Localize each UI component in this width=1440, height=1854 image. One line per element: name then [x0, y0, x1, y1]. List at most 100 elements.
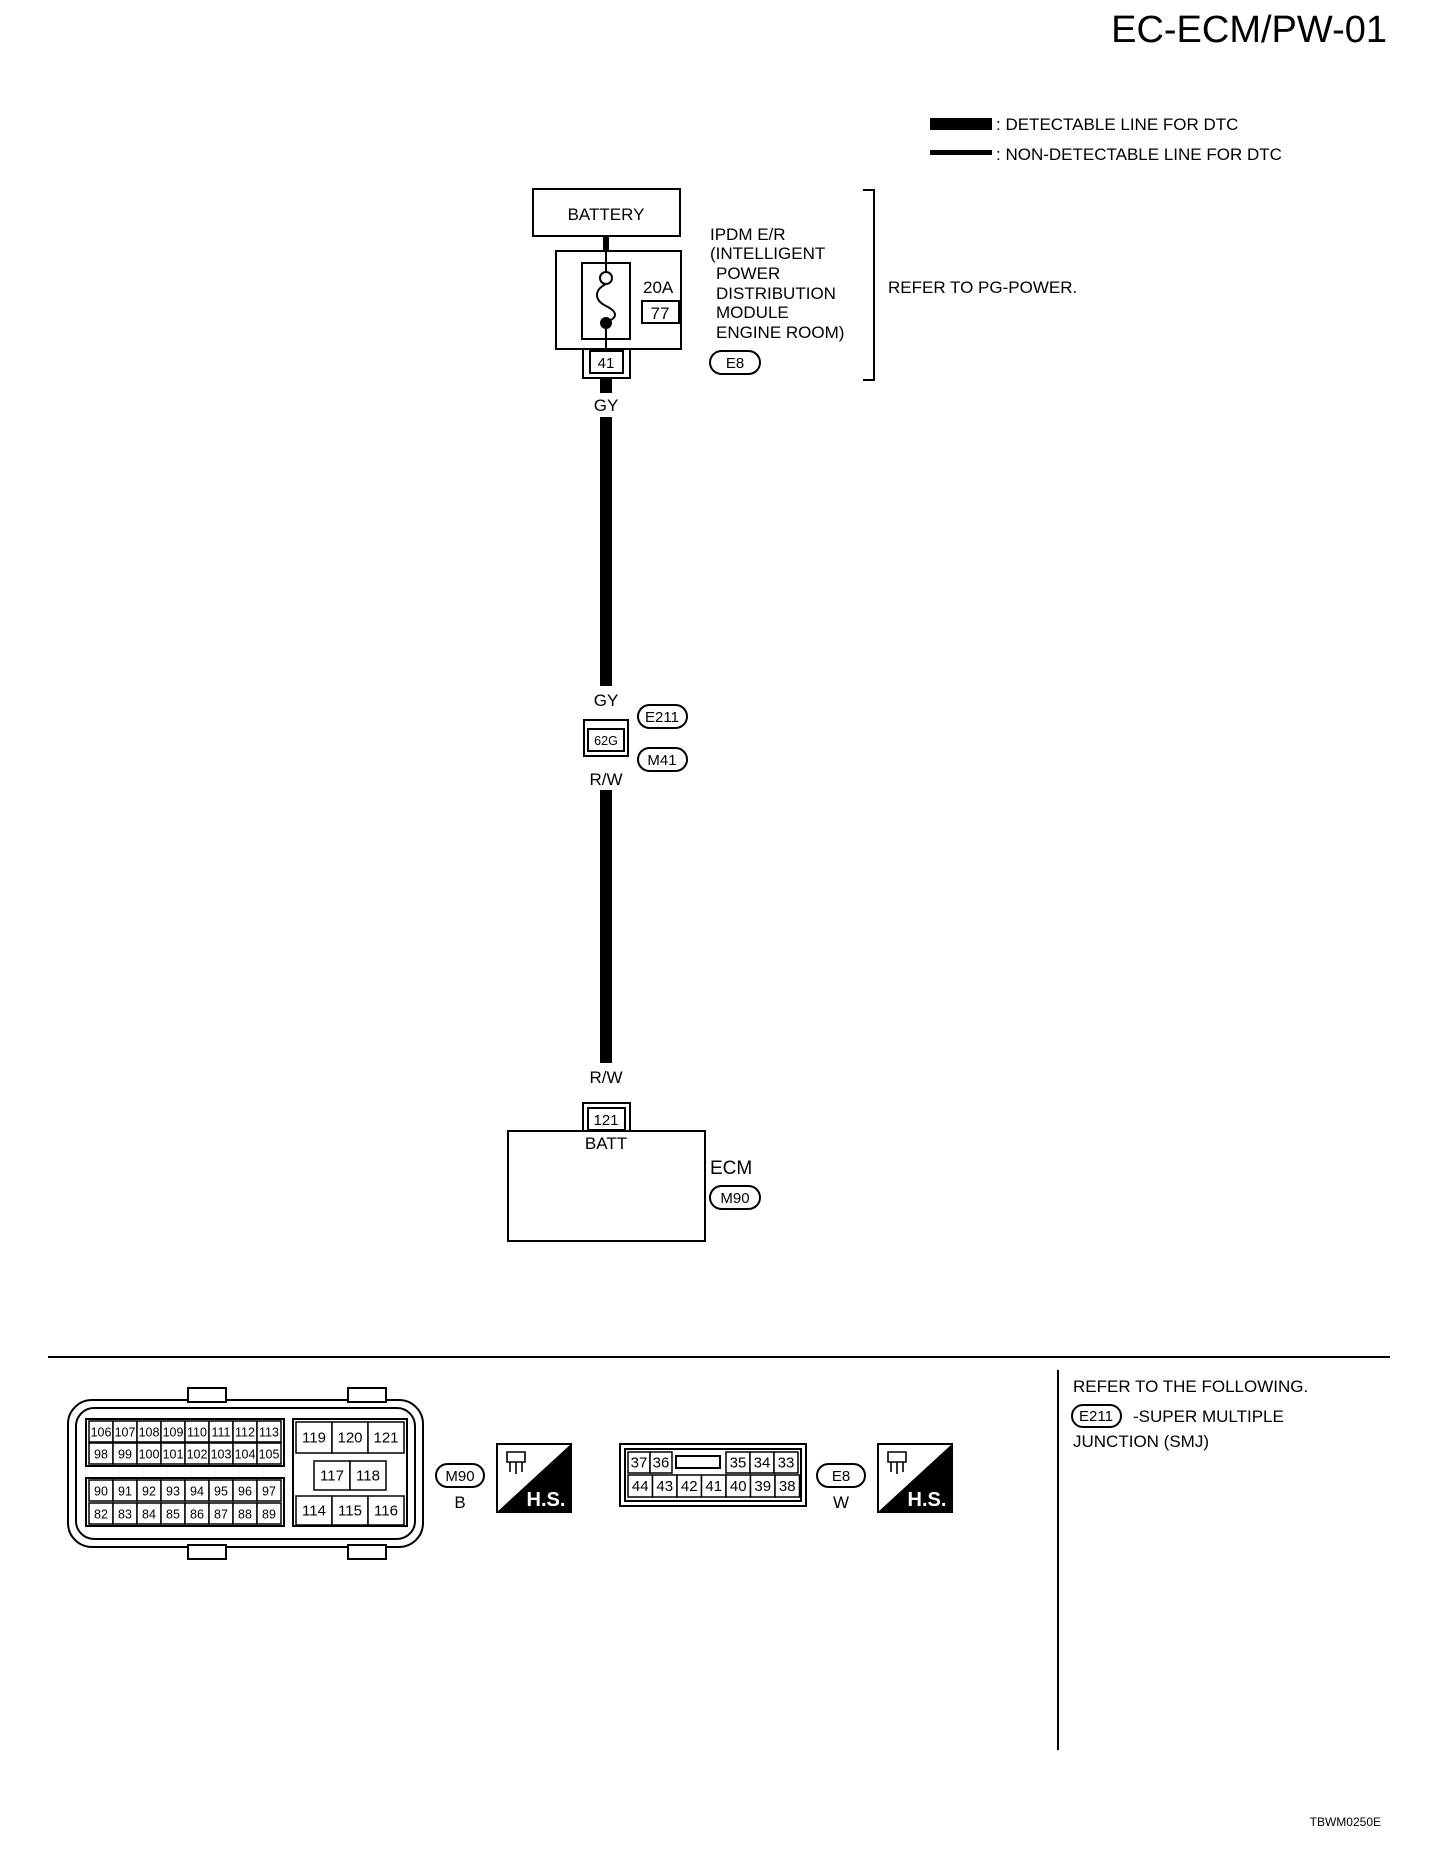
- terminal-number: 102: [187, 1448, 208, 1462]
- terminal-number: 95: [214, 1485, 228, 1499]
- legend-detectable-label: : DETECTABLE LINE FOR DTC: [996, 115, 1238, 134]
- e8-inner-shell: [624, 1448, 802, 1502]
- upper-wire-color-top: GY: [594, 396, 619, 415]
- terminal-cell: [367, 1421, 405, 1454]
- terminal-number: 106: [91, 1426, 112, 1440]
- ecm-connector-oval: [709, 1185, 761, 1210]
- terminal-number: 40: [730, 1478, 747, 1495]
- terminal-number: 118: [356, 1468, 380, 1485]
- junction-connector-bottom-label: M41: [647, 752, 676, 769]
- terminal-number: 96: [238, 1485, 252, 1499]
- hs-label-e8: H.S.: [908, 1489, 947, 1511]
- ipdm-label-line-1: IPDM E/R: [710, 225, 786, 244]
- e8-connector-id: E8: [832, 1468, 850, 1485]
- refer-following-connector-label: E211: [1079, 1408, 1113, 1425]
- ecm-terminal-121: 121: [593, 1112, 618, 1129]
- battery-block: BATTERY: [532, 188, 681, 237]
- terminal-cell: [256, 1442, 282, 1465]
- legend-detectable-swatch: [930, 118, 992, 130]
- legend-non-detectable-label: : NON-DETECTABLE LINE FOR DTC: [996, 145, 1282, 164]
- battery-box: [532, 188, 681, 237]
- fuse-contact-closed: [600, 317, 612, 329]
- upper-wire: GY GY: [594, 378, 619, 710]
- terminal-cell: [256, 1479, 282, 1502]
- ipdm-refer-bracket: [863, 189, 875, 381]
- junction-connector-bottom-oval: [637, 747, 688, 772]
- terminal-number: 90: [94, 1485, 108, 1499]
- upper-wire-color-bottom: GY: [594, 691, 619, 710]
- terminal-number: 91: [118, 1485, 132, 1499]
- harness-side-icon-m90: H.S.: [496, 1443, 572, 1513]
- terminal-number: 119: [302, 1430, 326, 1447]
- lower-wire: R/W R/W: [589, 770, 622, 1087]
- terminal-cell: [367, 1495, 405, 1526]
- terminal-cell: [649, 1451, 673, 1474]
- ipdm-label-line-6: ENGINE ROOM): [716, 323, 844, 342]
- fuse-contact-open: [599, 271, 613, 285]
- hs-icon-triangle: [878, 1444, 952, 1512]
- hs-icon-hand: [887, 1451, 907, 1474]
- terminal-number: 36: [653, 1455, 670, 1472]
- m90-connector-color: B: [454, 1493, 465, 1512]
- terminal-number: 43: [656, 1478, 673, 1495]
- hs-label-m90: H.S.: [527, 1489, 566, 1511]
- m90-group-right: [292, 1418, 408, 1527]
- fuse-element: [596, 283, 616, 323]
- terminal-number: 114: [302, 1503, 326, 1520]
- terminal-cell: [295, 1495, 333, 1526]
- terminal-number: 84: [142, 1508, 156, 1522]
- hs-icon-triangle: [497, 1444, 571, 1512]
- terminal-number: 88: [238, 1508, 252, 1522]
- terminal-number: 97: [262, 1485, 276, 1499]
- ipdm-label-line-3: POWER: [716, 264, 780, 283]
- ipdm-block: 20A 77 41 IPDM E/R (INTELLIGENT POWER DI…: [555, 189, 1077, 381]
- terminal-number: 94: [190, 1485, 204, 1499]
- terminal-number: 98: [94, 1448, 108, 1462]
- ecm-connector-label: M90: [720, 1190, 749, 1207]
- hs-icon-hand: [506, 1451, 526, 1474]
- terminal-number: 92: [142, 1485, 156, 1499]
- terminal-number: 33: [778, 1455, 795, 1472]
- terminal-number: 111: [211, 1426, 230, 1440]
- ipdm-label-line-4: DISTRIBUTION: [716, 284, 836, 303]
- terminal-number: 121: [373, 1430, 398, 1447]
- ecm-box: [507, 1130, 706, 1242]
- ipdm-refer-text: REFER TO PG-POWER.: [888, 278, 1077, 297]
- m90-connector-id: M90: [445, 1468, 474, 1485]
- terminal-number: 82: [94, 1508, 108, 1522]
- ecm-label: ECM: [710, 1158, 752, 1179]
- terminal-number: 110: [187, 1426, 207, 1440]
- page-title: EC-ECM/PW-01: [1111, 9, 1387, 51]
- refer-following-section: REFER TO THE FOLLOWING. E211 -SUPER MULT…: [1071, 1377, 1308, 1451]
- m90-latch-top-right: [347, 1387, 387, 1403]
- e8-connector-color: W: [833, 1493, 849, 1512]
- lower-wire-color-bottom: R/W: [589, 1068, 622, 1087]
- terminal-number: 120: [337, 1430, 362, 1447]
- terminal-number: 42: [681, 1478, 698, 1495]
- terminal-number: 115: [338, 1503, 362, 1520]
- terminal-cell: [331, 1495, 369, 1526]
- m90-group-left-bottom: [85, 1477, 285, 1527]
- terminal-number: 35: [730, 1455, 747, 1472]
- terminal-cell: [773, 1451, 799, 1474]
- terminal-number: 93: [166, 1485, 180, 1499]
- terminal-cell: [313, 1460, 351, 1491]
- junction-terminal-62g: 62G: [594, 734, 618, 748]
- terminal-number: 87: [214, 1508, 228, 1522]
- terminal-number: 41: [705, 1478, 722, 1495]
- m90-latch-bottom-left: [187, 1544, 227, 1560]
- ipdm-terminal-41: 41: [598, 355, 615, 372]
- m90-group-left-top: [85, 1418, 285, 1467]
- terminal-number: 44: [632, 1478, 649, 1495]
- m90-latch-bottom-right: [347, 1544, 387, 1560]
- terminal-number: 113: [259, 1426, 279, 1440]
- terminal-number: 37: [631, 1455, 648, 1472]
- terminal-number: 116: [374, 1503, 398, 1520]
- ipdm-connector-oval: [709, 350, 761, 375]
- footer-code: TBWM0250E: [1310, 1815, 1381, 1829]
- terminal-cell: [349, 1460, 387, 1491]
- terminal-number: 86: [190, 1508, 204, 1522]
- terminal-number: 103: [211, 1448, 232, 1462]
- terminal-number: 109: [163, 1426, 184, 1440]
